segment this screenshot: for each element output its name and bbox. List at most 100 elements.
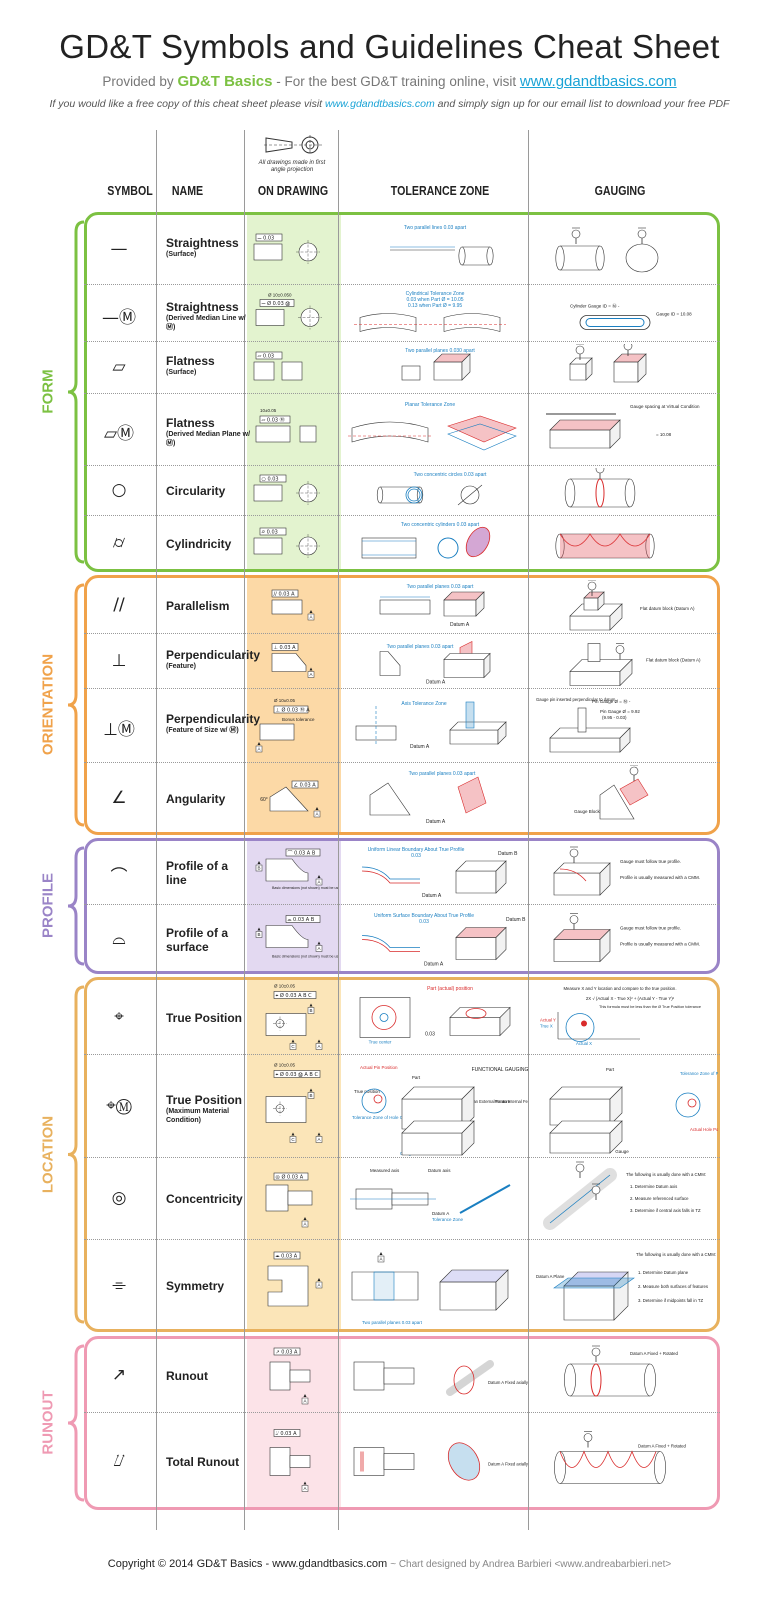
annotation-label: Axis Tolerance Zone (401, 701, 446, 707)
characteristic-name: Straightness(Surface) (166, 236, 256, 259)
column-gauging: GAUGING (594, 184, 646, 198)
provided-by-text: Provided by (102, 74, 174, 89)
annotation-label: Gauge (615, 1149, 629, 1154)
characteristic-name: Runout (166, 1369, 256, 1383)
on-drawing-illustration-svg: ◎ Ø 0.03 AA (265, 1172, 313, 1228)
annotation-label: Cylinder Gauge ID = Ⓜ - (570, 303, 620, 310)
gauging-illustration-svg: Datum A Fixed + Rotated (564, 1345, 678, 1397)
annotation-label: Ø 10±0.05 (274, 698, 295, 703)
free-copy-link[interactable]: www.gdandtbasics.com (325, 98, 435, 110)
gauging-illustration-svg: Measure X and Y location and compare to … (540, 986, 701, 1046)
annotation-label: Actual Pin Position (360, 1065, 398, 1070)
feature-control-frame: ⏤ Ø 0.03 Ⓜ (262, 300, 291, 307)
annotation-label: True X (540, 1024, 553, 1029)
characteristic-label: Flatness (166, 416, 215, 430)
row-separator (84, 341, 720, 342)
characteristic-label: Circularity (166, 484, 226, 498)
feature-control-frame: ⌖ Ø 0.03 A B C (276, 992, 313, 999)
feature-control-frame: ▱ 0.03 (258, 353, 275, 359)
annotation-label: Datum A (426, 819, 446, 825)
characteristic-label: Total Runout (166, 1454, 240, 1469)
annotation-label: Uniform Surface Boundary About True Prof… (374, 913, 474, 919)
annotation-label: Ø 10±0.05 (274, 1063, 295, 1068)
tolerance-zone-illustration-svg: Two parallel planes 0.030 apart (401, 348, 475, 381)
tolerance-zone-illustration: Two concentric circles 0.03 apart (340, 468, 528, 514)
feature-control-frame: ⌰ 0.03 A (276, 1431, 298, 1437)
on-drawing-illustration-svg: ⏤ 0.03 (253, 233, 320, 264)
characteristic-label: True Position (166, 1010, 243, 1025)
gdt-symbol-icon: ⊥Ⓜ (103, 720, 135, 740)
characteristic-name: True Position (166, 1011, 256, 1025)
divider-drawing-zone (338, 130, 339, 1530)
gauging-illustration: Measure X and Y location and compare to … (530, 982, 718, 1053)
gauging-illustration: Gauge must follow true profile.Profile i… (530, 907, 718, 972)
annotation-label: Datum A (432, 1211, 449, 1216)
characteristic-label: True Position (166, 1092, 243, 1107)
datum-tag: A (317, 946, 320, 951)
annotation-label: The following is usually done with a CMM… (636, 1252, 716, 1257)
characteristic-label: Concentricity (166, 1192, 243, 1206)
feature-control-frame: ▱ 0.03 Ⓜ (262, 416, 285, 423)
feature-control-frame: ⌭ 0.03 (262, 529, 278, 535)
annotation-label: Two parallel planes 0.03 apart (362, 1320, 423, 1325)
annotation-label: Datum A Fixed + Rotated (638, 1444, 686, 1449)
annotation-label: For an External Feature (466, 1099, 511, 1104)
tolerance-zone-illustration-svg: Datum A Fixed axially + Rotated (353, 1442, 548, 1481)
characteristic-label: Runout (166, 1369, 208, 1383)
group-brace-icon (67, 1344, 85, 1502)
annotation-label: = 10.08 (656, 432, 672, 437)
feature-control-frame: ◎ Ø 0.03 A (276, 1173, 304, 1180)
gauging-illustration (530, 339, 718, 392)
annotation-label: Datum A Fixed axially + Rotated (488, 1462, 528, 1467)
annotation-label: 2. Measure referenced surface (630, 1196, 689, 1201)
characteristic-qualifier: (Surface) (166, 251, 197, 258)
annotation-label: Datum A (450, 622, 470, 628)
gdt-symbol-icon: ◎ (111, 1188, 127, 1208)
datum-tag: A (303, 1399, 306, 1404)
feature-control-frame: // 0.03 A (274, 591, 296, 597)
copyright: Copyright © 2014 GD&T Basics - www.gdand… (107, 1558, 388, 1570)
annotation-label: Gauge must follow true profile. (620, 926, 681, 931)
datum-tag: A (309, 615, 312, 620)
characteristic-name: Flatness(Derived Median Plane w/ Ⓜ) (166, 416, 256, 448)
projection-symbol-icon (264, 135, 322, 155)
characteristic-label: Profile of a surface (166, 925, 229, 954)
annotation-label: 0.03 (411, 853, 421, 859)
site-link[interactable]: www.gdandtbasics.com (519, 73, 677, 90)
datum-tag: A (315, 812, 318, 817)
datum-tag: A (317, 1137, 320, 1142)
on-drawing-illustration: ⏤ 0.03 (246, 217, 338, 283)
page-title: GD&T Symbols and Guidelines Cheat Sheet (59, 28, 720, 65)
gdt-symbol-icon: ▱ (112, 357, 126, 377)
group-label-form: FORM (39, 369, 57, 414)
annotation-label: Datum A Plane (536, 1274, 565, 1279)
characteristic-name: Perpendicularity(Feature) (166, 648, 260, 671)
gdt-symbol-icon: ○ (111, 480, 127, 500)
gauging-illustration-svg: Tolerance Zone of Pin GaugeActual Hole P… (549, 1067, 737, 1154)
gauging-illustration: Datum A Fixed + Rotated (530, 1415, 718, 1508)
annotation-label: Part (actual) position (427, 986, 473, 992)
characteristic-label: Symmetry (166, 1279, 225, 1293)
row-separator (84, 1239, 720, 1240)
on-drawing-illustration-svg: ∠ 0.03 A60°A (260, 780, 321, 818)
datum-tag: A (317, 1283, 320, 1288)
datum-tag: A (309, 672, 312, 677)
characteristic-name: Straightness(Derived Median Line w/ Ⓜ) (166, 300, 256, 332)
projection-note: All drawings made in first angle project… (258, 160, 326, 173)
feature-control-frame: ⏤ 0.03 (258, 235, 275, 241)
